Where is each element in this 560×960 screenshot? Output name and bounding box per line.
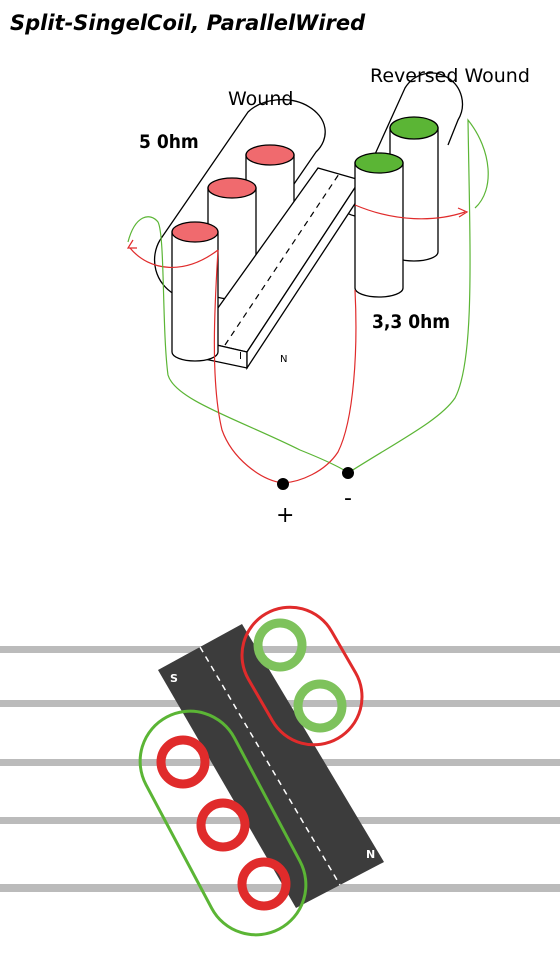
wound-label: Wound (228, 88, 293, 110)
wound-resistance-label: 5 0hm (139, 131, 199, 153)
reversed-wound-label: Reversed Wound (370, 65, 530, 87)
string-5 (0, 884, 560, 892)
diagram-title: Split-SingelCoil, ParallelWired (10, 11, 366, 35)
reversed-pole-top-2 (293, 679, 347, 733)
magnet-top-north-label: N (366, 848, 375, 861)
bar-magnet: S I N (193, 167, 362, 371)
wound-winding-arrow (126, 239, 219, 268)
reversed-coil-top-view (240, 605, 364, 747)
terminal-plus-label: + (276, 503, 294, 528)
reversed-winding-arrow (354, 204, 469, 220)
green-wire-right (347, 118, 489, 474)
green-wire-left (127, 216, 349, 474)
magnet-center-mark: I (239, 351, 242, 362)
wound-pole-top-3 (237, 857, 291, 911)
reversed-resistance-label: 3,3 0hm (372, 311, 450, 333)
wound-pole-top-2 (196, 798, 250, 852)
terminal-plus-dot (277, 478, 289, 490)
red-wire-right (282, 289, 357, 484)
string-1 (0, 646, 560, 653)
reversed-pole-front (354, 152, 404, 298)
wound-pole-front (171, 221, 219, 362)
terminal-minus-dot (342, 467, 354, 479)
magnet-top-view: S N (158, 624, 384, 908)
wound-coil-top-view (138, 709, 308, 937)
magnet-north-label: N (280, 354, 287, 365)
magnet-top-south-label: S (170, 672, 178, 685)
reversed-pole-top-1 (253, 618, 307, 672)
wound-pole-top-1 (156, 735, 210, 789)
terminal-minus-label: - (344, 486, 352, 511)
red-wire-left (213, 249, 284, 484)
